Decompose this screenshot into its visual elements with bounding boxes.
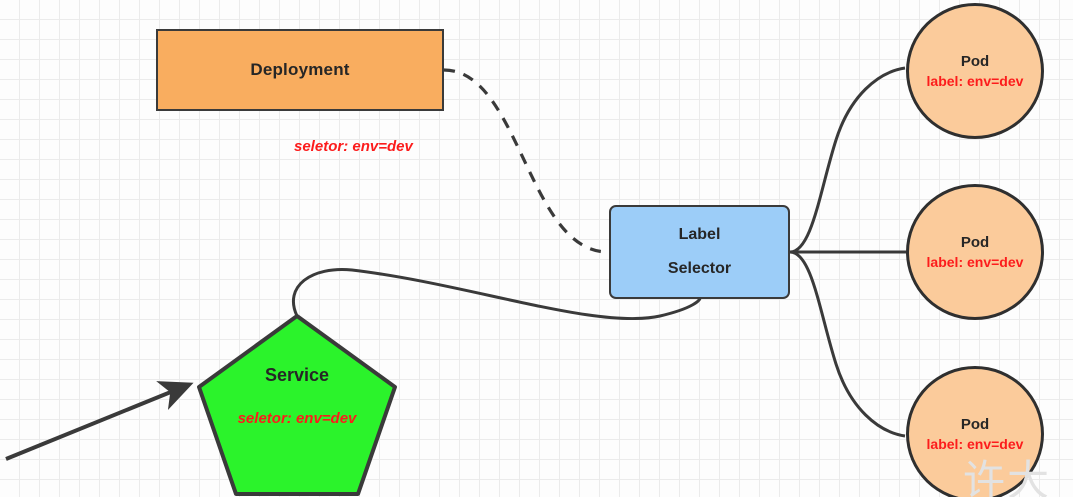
node-deployment[interactable]: Deployment <box>156 29 444 111</box>
node-pod-3[interactable]: Pod label: env=dev <box>906 366 1044 497</box>
deployment-label: Deployment <box>250 60 350 79</box>
edge-label-selector-to-pod-1 <box>789 66 906 254</box>
edge-incoming-traffic-to-service <box>5 381 194 461</box>
pentagon-shape <box>197 314 397 496</box>
node-pod-1[interactable]: Pod label: env=dev <box>906 3 1044 139</box>
edge-deployment-to-label-selector <box>443 68 609 254</box>
watermark: 许大仙 <box>963 456 1052 497</box>
edge-label-selector-to-pod-3 <box>789 250 906 438</box>
pod-3-label: Pod <box>960 416 990 433</box>
pod-1-label: Pod <box>960 53 990 70</box>
node-label-selector[interactable]: Label Selector <box>609 205 790 299</box>
pod-3-label-selector: label: env=dev <box>926 436 1024 452</box>
pod-1-label-selector: label: env=dev <box>926 73 1024 89</box>
service-selector-caption: seletor: env=dev <box>237 410 357 427</box>
service-label: Service <box>264 365 330 385</box>
node-pod-2[interactable]: Pod label: env=dev <box>906 184 1044 320</box>
label-selector-line-1: Label <box>678 226 721 243</box>
label-selector-line-2: Selector <box>667 260 732 277</box>
deployment-selector-caption: seletor: env=dev <box>294 138 413 155</box>
pod-2-label-selector: label: env=dev <box>926 254 1024 270</box>
pod-2-label: Pod <box>960 234 990 251</box>
node-service[interactable]: Service seletor: env=dev <box>196 313 398 497</box>
